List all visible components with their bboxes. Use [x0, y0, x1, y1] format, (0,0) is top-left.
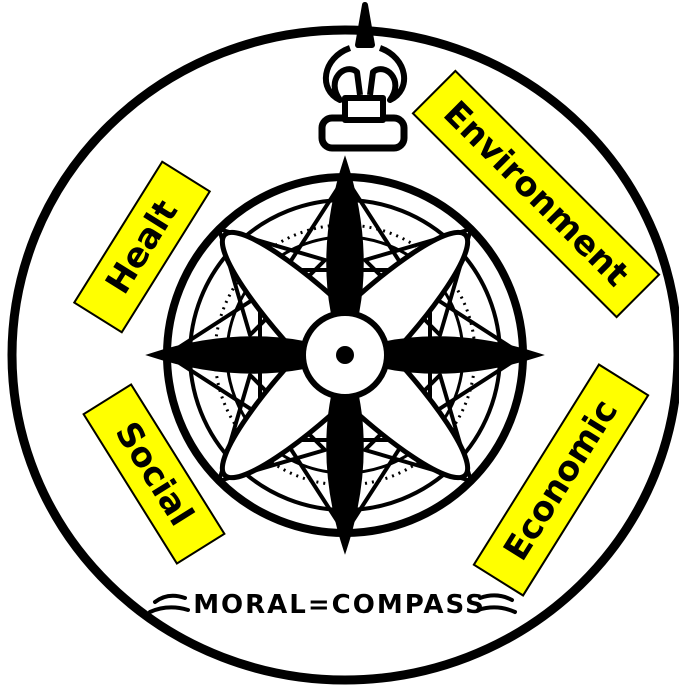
compass-caption: MORAL=COMPASS: [0, 590, 679, 620]
